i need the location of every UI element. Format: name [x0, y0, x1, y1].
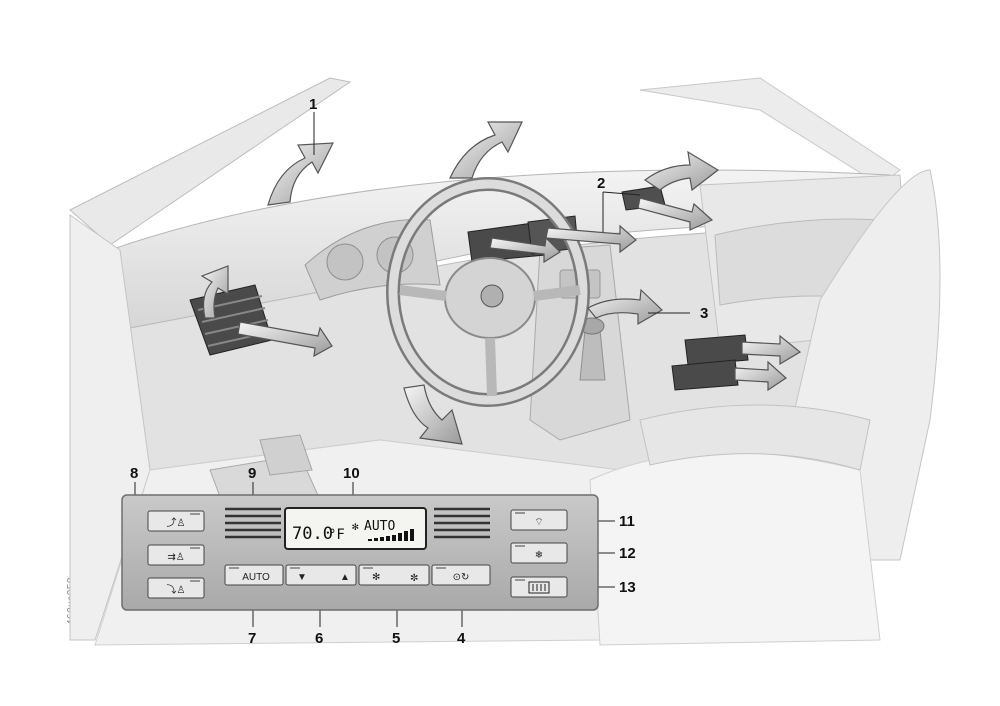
callout-numbers: 1 2 3 4 5 6 7 8 9 10 11 12 13	[130, 96, 708, 647]
airflow-left-vent-out-arrow	[237, 321, 333, 358]
fan-speed-indicator	[368, 529, 414, 541]
callout-4: 4	[457, 630, 466, 647]
airflow-left-vent-up-arrow	[200, 265, 229, 319]
temperature-rocker[interactable]: ▼ ▲	[285, 564, 357, 586]
callout-11: 11	[619, 513, 635, 530]
airflow-rear-lower-arrow	[734, 360, 787, 392]
callout-7: 7	[248, 630, 256, 647]
temperature-up-icon: ▲	[340, 572, 350, 583]
air-to-feet-icon: ⤵♙	[167, 584, 186, 596]
windshield-defrost-icon: ⌔	[534, 517, 543, 528]
snowflake-icon: ❄	[535, 550, 543, 561]
callout-3: 3	[700, 305, 708, 322]
rear-window-defroster-button[interactable]	[510, 576, 568, 598]
airflow-rear-upper-arrow	[741, 334, 802, 366]
callout-12: 12	[619, 545, 636, 562]
fan-low-icon: ✻	[372, 572, 380, 583]
auto-button-label: AUTO	[242, 572, 270, 583]
fan-speed-rocker[interactable]: ✻ ✼	[358, 564, 430, 586]
airflow-right-vent-arrow	[637, 197, 714, 231]
airflow-side-window-arrow	[643, 150, 720, 192]
recirculation-button[interactable]: ⊙↻	[431, 564, 491, 586]
airflow-windshield-left-arrow	[267, 142, 334, 206]
airflow-console-arrow	[587, 288, 663, 326]
air-distribution-defrost-button[interactable]: ⤴♙	[147, 510, 205, 532]
air-distribution-upper-body-button[interactable]: ⇉♙	[147, 544, 205, 566]
airflow-arrows	[200, 121, 802, 445]
recirculation-icon: ⊙↻	[453, 572, 470, 583]
callout-2: 2	[597, 175, 605, 192]
callout-8: 8	[130, 465, 138, 482]
airflow-center-vent-right-arrow	[545, 224, 637, 254]
airflow-windshield-center-arrow	[449, 121, 523, 179]
left-panel-grille	[225, 507, 281, 539]
climate-control-panel: ⤴♙ ⇉♙ ⤵♙ 70.0 °F ✻ AUTO	[121, 494, 599, 611]
fan-high-icon: ✼	[410, 573, 418, 584]
callout-5: 5	[392, 630, 400, 647]
airflow-center-vent-arrow	[489, 236, 561, 264]
air-to-windshield-icon: ⤴♙	[167, 516, 186, 529]
callout-13: 13	[619, 579, 636, 596]
max-defrost-button[interactable]: ⌔	[510, 509, 568, 531]
climate-display: 70.0 °F ✻ AUTO	[284, 507, 427, 550]
airflow-footwell-down-arrow	[403, 384, 463, 445]
right-panel-grille	[434, 507, 490, 539]
air-to-body-icon: ⇉♙	[167, 552, 184, 563]
callout-1: 1	[309, 96, 317, 113]
air-distribution-footwell-button[interactable]: ⤵♙	[147, 577, 205, 599]
temperature-readout: 70.0	[292, 524, 333, 544]
callout-6: 6	[315, 630, 323, 647]
mode-readout: AUTO	[364, 519, 395, 534]
auto-button[interactable]: AUTO	[224, 564, 284, 586]
temperature-down-icon: ▼	[297, 572, 307, 583]
callout-9: 9	[248, 465, 256, 482]
fan-icon: ✻	[352, 520, 359, 533]
callout-10: 10	[343, 465, 360, 482]
temperature-unit: °F	[328, 527, 345, 543]
ac-cooling-button[interactable]: ❄	[510, 542, 568, 564]
